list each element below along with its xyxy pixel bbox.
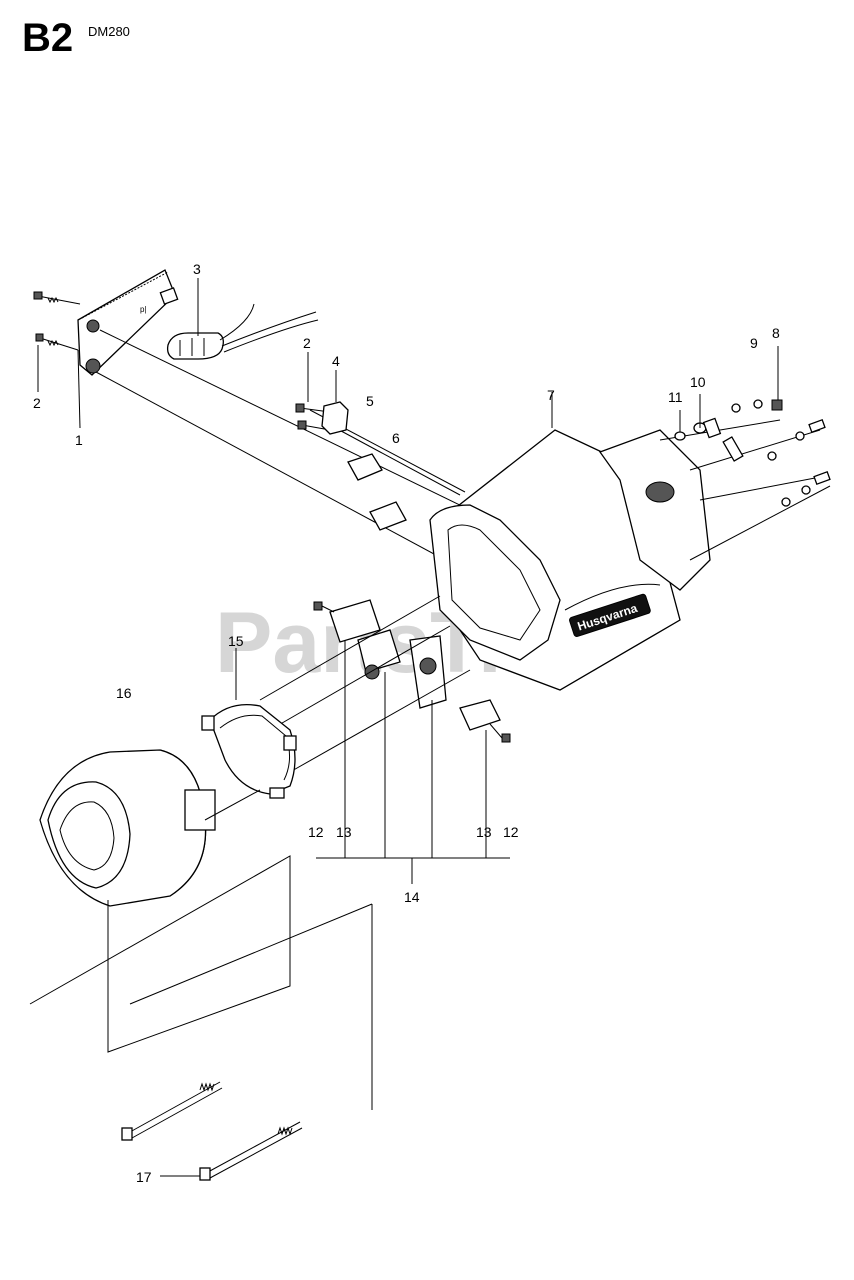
part-4-clamp[interactable] (321, 370, 349, 435)
callout-10: 10 (690, 374, 706, 390)
callout-9: 9 (750, 335, 758, 351)
model-code: DM280 (88, 24, 130, 39)
part-15-fan-baffle[interactable] (201, 648, 297, 799)
callout-12a: 12 (308, 824, 324, 840)
part-3-cable-clamp[interactable] (166, 278, 319, 360)
callout-7: 7 (547, 387, 555, 403)
screw-upper[interactable] (33, 291, 81, 305)
callout-15: 15 (228, 633, 244, 649)
callout-8: 8 (772, 325, 780, 341)
svg-text:p|: p| (140, 305, 147, 314)
callout-6: 6 (392, 430, 400, 446)
callout-12b: 12 (503, 824, 519, 840)
callout-1: 1 (75, 432, 83, 448)
screw-lower[interactable] (35, 333, 79, 351)
callout-2b: 2 (303, 335, 311, 351)
part-1-terminal-plate[interactable]: p| (77, 269, 179, 376)
part-5-brush-holder[interactable] (347, 453, 407, 531)
part-17-through-bolts[interactable] (121, 1081, 303, 1181)
callout-4: 4 (332, 353, 340, 369)
callout-16: 16 (116, 685, 132, 701)
callout-2a: 2 (33, 395, 41, 411)
callout-11: 11 (668, 389, 683, 405)
callout-14: 14 (404, 889, 420, 905)
callout-3: 3 (193, 261, 201, 277)
callout-5: 5 (366, 393, 374, 409)
part-14-brush-assembly[interactable] (313, 599, 511, 884)
assembly-guide-lines (29, 855, 373, 1110)
callout-17: 17 (136, 1169, 152, 1185)
parts-8-11-fasteners[interactable] (659, 346, 831, 561)
callout-13a: 13 (336, 824, 352, 840)
part-16-stator[interactable] (39, 749, 261, 907)
callout-13b: 13 (476, 824, 492, 840)
part-7-motor-housing[interactable]: Husqvarna (429, 392, 711, 691)
section-code: B2 (22, 16, 74, 60)
